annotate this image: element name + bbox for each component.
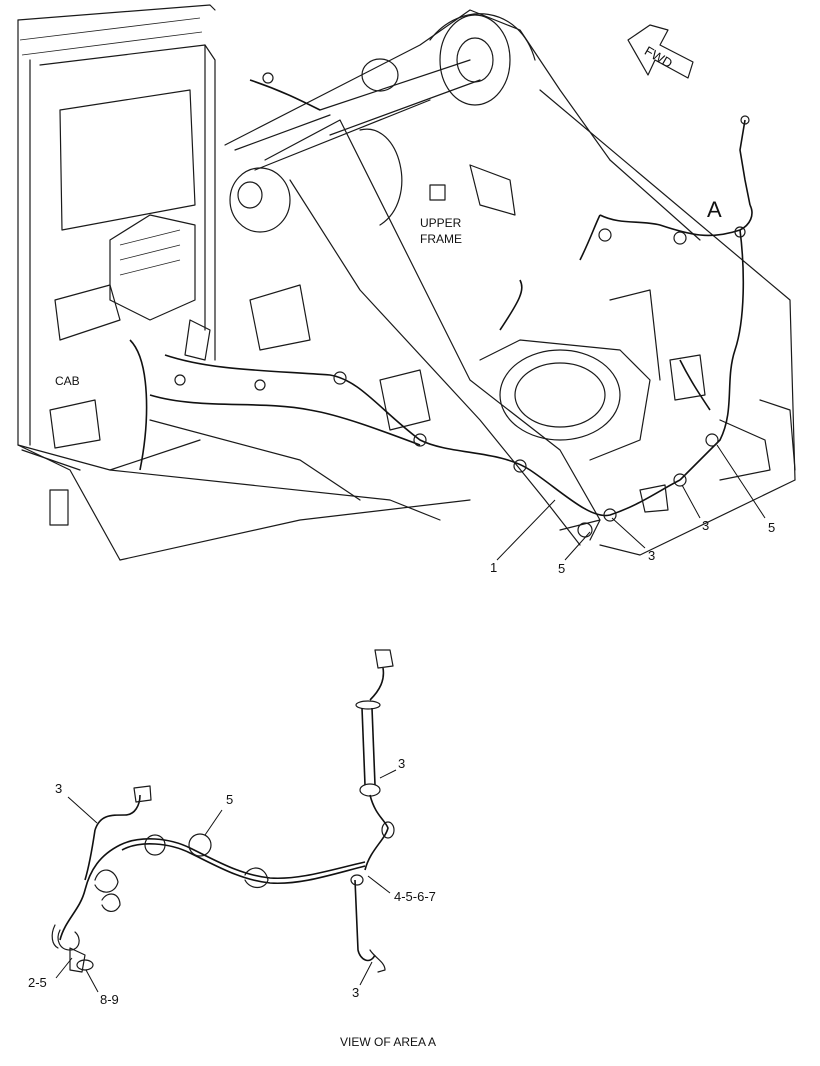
callout-5-detail: 5: [226, 792, 233, 807]
view-caption: VIEW OF AREA A: [340, 1035, 436, 1049]
cab-structure: [17, 4, 216, 561]
upper-callouts: 1 5 3 3 5: [490, 444, 775, 576]
callout-3-right: 3: [702, 518, 709, 533]
callout-5-lower: 5: [558, 561, 565, 576]
callout-8-9: 8-9: [100, 992, 119, 1007]
fwd-label: FWD: [642, 43, 675, 71]
callout-3-left: 3: [55, 781, 62, 796]
callout-3-bottom: 3: [352, 985, 359, 1000]
upper-frame-structure: [109, 9, 796, 561]
connector-icon: [374, 649, 394, 669]
connector-left-icon: [133, 785, 152, 803]
callout-4-5-6-7: 4-5-6-7: [394, 889, 436, 904]
fwd-arrow-icon: FWD: [627, 24, 694, 79]
area-a-detail: [51, 649, 395, 973]
callout-3-top: 3: [398, 756, 405, 771]
callout-3-lower: 3: [648, 548, 655, 563]
upper-frame-label-line2: FRAME: [420, 232, 462, 246]
callout-1: 1: [490, 560, 497, 575]
callout-2-5: 2-5: [28, 975, 47, 990]
upper-frame-label-line1: UPPER: [420, 216, 462, 230]
detail-callouts: 3 3 5 4-5-6-7 2-5 8-9 3: [28, 756, 436, 1007]
area-a-label: A: [707, 197, 722, 222]
main-harness: [129, 72, 753, 538]
cab-label: CAB: [55, 374, 80, 388]
callout-5-right: 5: [768, 520, 775, 535]
